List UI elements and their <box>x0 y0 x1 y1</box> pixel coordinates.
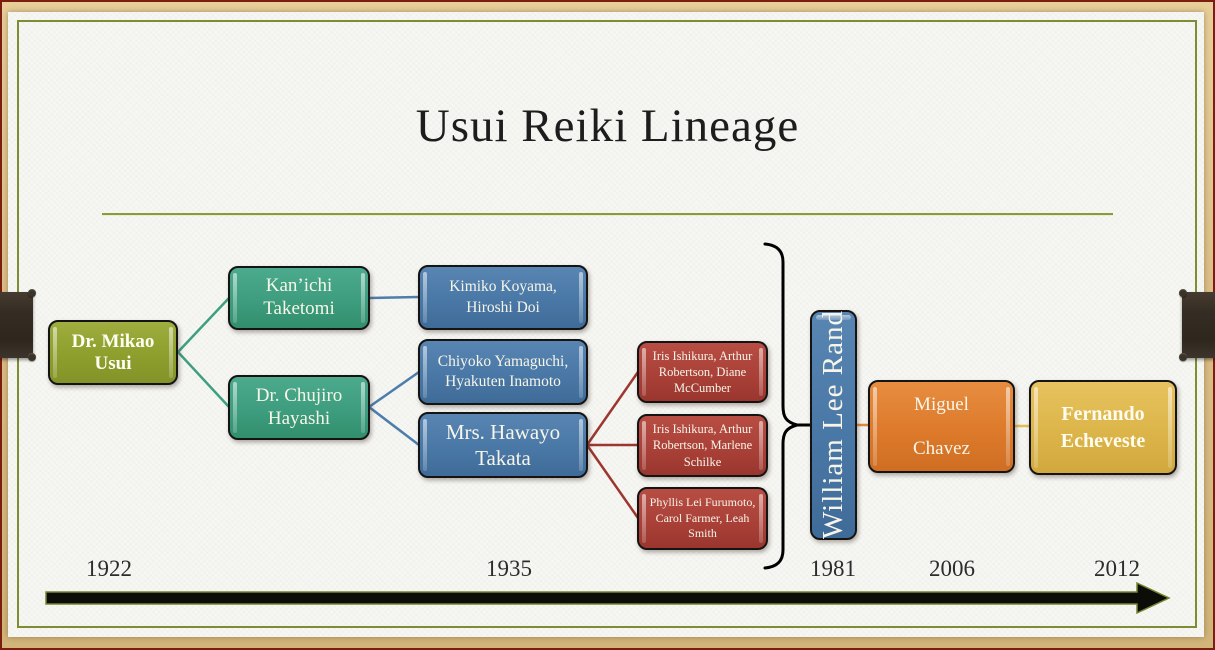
year-2012: 2012 <box>1094 556 1140 581</box>
node-william-lee-rand: William Lee Rand <box>810 310 857 540</box>
tab-rivet-icon <box>1179 353 1187 361</box>
node-label: Kimiko Koyama, Hiroshi Doi <box>449 278 557 316</box>
node-furumoto-farmer-smith: Phyllis Lei Furumoto, Carol Farmer, Leah… <box>637 487 768 550</box>
node-dr-chujiro-hayashi: Dr. Chujiro Hayashi <box>228 375 370 440</box>
node-label: Kan’ichi Taketomi <box>263 275 335 319</box>
node-miguel-chavez: Miguel Chavez <box>868 380 1015 473</box>
node-ishikura-robertson-mccumber: Iris Ishikura, Arthur Robertson, Diane M… <box>637 341 768 403</box>
right-binding-tab <box>1179 289 1215 361</box>
year-1922: 1922 <box>86 556 132 581</box>
node-label: Iris Ishikura, Arthur Robertson, Diane M… <box>652 348 753 396</box>
node-label: Phyllis Lei Furumoto, Carol Farmer, Leah… <box>649 495 756 541</box>
node-label: Iris Ishikura, Arthur Robertson, Marlene… <box>652 422 753 469</box>
year-1935: 1935 <box>486 556 532 581</box>
year-1981: 1981 <box>810 556 856 581</box>
slide-title: Usui Reiki Lineage <box>415 100 800 152</box>
tab-rivet-icon <box>28 289 36 297</box>
left-binding-tab <box>0 289 36 361</box>
node-label: Dr. Mikao Usui <box>71 330 155 374</box>
node-kimiko-koyama-hiroshi-doi: Kimiko Koyama, Hiroshi Doi <box>418 265 588 330</box>
node-dr-mikao-usui: Dr. Mikao Usui <box>48 320 178 385</box>
node-label: Miguel Chavez <box>913 393 970 459</box>
node-label: Dr. Chujiro Hayashi <box>255 384 343 429</box>
tab-rivet-icon <box>28 353 36 361</box>
node-chiyoko-yamaguchi-hyakuten-inamoto: Chiyoko Yamaguchi, Hyakuten Inamoto <box>418 339 588 405</box>
node-fernando-echeveste: Fernando Echeveste <box>1029 380 1177 475</box>
node-label: Chiyoko Yamaguchi, Hyakuten Inamoto <box>437 352 569 390</box>
node-kanichi-taketomi: Kan’ichi Taketomi <box>228 266 370 330</box>
node-mrs-hawayo-takata: Mrs. Hawayo Takata <box>418 412 588 478</box>
node-label: William Lee Rand <box>817 310 849 540</box>
node-label: Fernando Echeveste <box>1060 402 1146 452</box>
title-divider <box>102 213 1113 216</box>
node-ishikura-robertson-schilke: Iris Ishikura, Arthur Robertson, Marlene… <box>637 414 768 477</box>
tab-rivet-icon <box>1179 289 1187 297</box>
node-label: Mrs. Hawayo Takata <box>445 419 561 470</box>
year-2006: 2006 <box>929 556 975 581</box>
